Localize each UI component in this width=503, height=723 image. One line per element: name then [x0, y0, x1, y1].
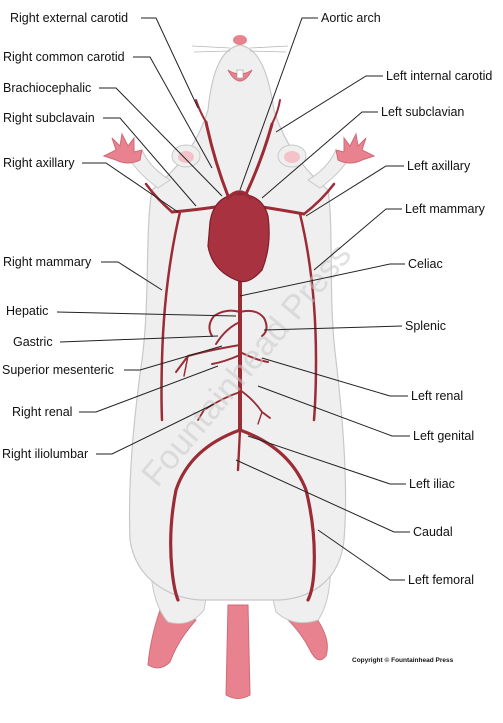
left-carotid-branch: [271, 99, 281, 125]
left-fore-paw: [335, 132, 376, 164]
label-left-subclavian: Left subclavian: [381, 105, 464, 119]
leader-brachiocephalic: [99, 87, 223, 197]
leader-lines: [56, 17, 410, 581]
left-renal-artery: [239, 351, 269, 363]
leader-splenic: [263, 325, 403, 331]
label-left-mammary: Left mammary: [405, 202, 486, 216]
leader-left-genital: [257, 385, 410, 437]
right-mammary-artery: [160, 210, 182, 422]
leader-aortic-arch: [239, 17, 318, 191]
label-left-internal-carotid: Left internal carotid: [386, 69, 492, 83]
leader-right-mammary: [101, 261, 163, 291]
labels: Right external carotid Right common caro…: [2, 11, 492, 664]
mesenteric-twig-1: [183, 355, 189, 377]
label-splenic: Splenic: [405, 319, 446, 333]
left-hind-foot: [278, 611, 328, 661]
left-internal-carotid-artery: [244, 122, 274, 196]
arterial-system: [144, 99, 336, 602]
caudal-artery: [236, 428, 242, 472]
tail: [225, 604, 251, 699]
right-hind-foot: [147, 609, 197, 669]
label-right-iliolumbar: Right iliolumbar: [2, 447, 88, 461]
label-brachiocephalic: Brachiocephalic: [3, 81, 91, 95]
left-iliac-femoral-artery: [238, 428, 316, 602]
right-renal-artery: [211, 354, 241, 365]
right-external-carotid-artery: [195, 99, 207, 123]
leader-left-axillary: [305, 165, 404, 217]
leader-right-external-carotid: [141, 17, 199, 109]
leader-left-mammary: [313, 208, 402, 271]
incisors: [236, 69, 244, 79]
label-right-mammary: Right mammary: [3, 255, 92, 269]
leader-celiac: [239, 263, 405, 297]
right-fore-paw: [102, 132, 143, 164]
leader-left-renal: [261, 357, 408, 397]
label-gastric: Gastric: [13, 335, 53, 349]
label-left-renal: Left renal: [411, 389, 463, 403]
whiskers: [191, 45, 289, 53]
label-right-subclavain: Right subclavain: [3, 111, 95, 125]
label-right-common-carotid: Right common carotid: [3, 50, 125, 64]
leader-left-subclavian: [261, 111, 378, 199]
left-mammary-artery: [298, 212, 318, 422]
label-hepatic: Hepatic: [6, 304, 48, 318]
right-iliolumbar-artery: [197, 391, 241, 421]
label-right-renal: Right renal: [12, 405, 72, 419]
leader-right-common-carotid: [133, 56, 213, 169]
right-iliac-femoral-artery: [169, 428, 242, 602]
leader-left-femoral: [317, 529, 405, 581]
label-right-axillary: Right axillary: [3, 156, 75, 170]
label-left-iliac: Left iliac: [409, 477, 455, 491]
splenic-artery: [239, 309, 268, 337]
aortic-arch-vessel: [226, 190, 252, 200]
right-ear-inner: [178, 151, 194, 163]
nose: [233, 35, 247, 45]
label-left-genital: Left genital: [413, 429, 474, 443]
leader-caudal: [235, 459, 410, 533]
leader-right-subclavain: [103, 117, 197, 207]
leader-right-renal: [79, 365, 219, 413]
label-left-femoral: Left femoral: [408, 573, 474, 587]
leader-right-axillary: [82, 162, 179, 213]
left-ear-inner: [284, 151, 300, 163]
leader-gastric: [59, 335, 219, 343]
label-left-axillary: Left axillary: [407, 159, 471, 173]
label-celiac: Celiac: [408, 257, 443, 271]
left-axillary-artery: [302, 182, 336, 216]
label-superior-mesenteric: Superior mesenteric: [2, 363, 114, 377]
gastric-artery: [215, 321, 241, 345]
leader-superior-mesenteric: [124, 345, 223, 371]
right-common-carotid-artery: [204, 120, 230, 198]
label-right-external-carotid: Right external carotid: [10, 11, 128, 25]
label-caudal: Caudal: [413, 525, 453, 539]
leader-left-internal-carotid: [275, 75, 383, 133]
genital-twig: [257, 411, 263, 425]
leader-right-iliolumbar: [96, 403, 215, 455]
label-aortic-arch: Aortic arch: [321, 11, 381, 25]
leader-hepatic: [56, 311, 237, 317]
copyright-notice: Copyright © Fountainhead Press: [352, 656, 454, 664]
leader-left-iliac: [247, 435, 406, 485]
